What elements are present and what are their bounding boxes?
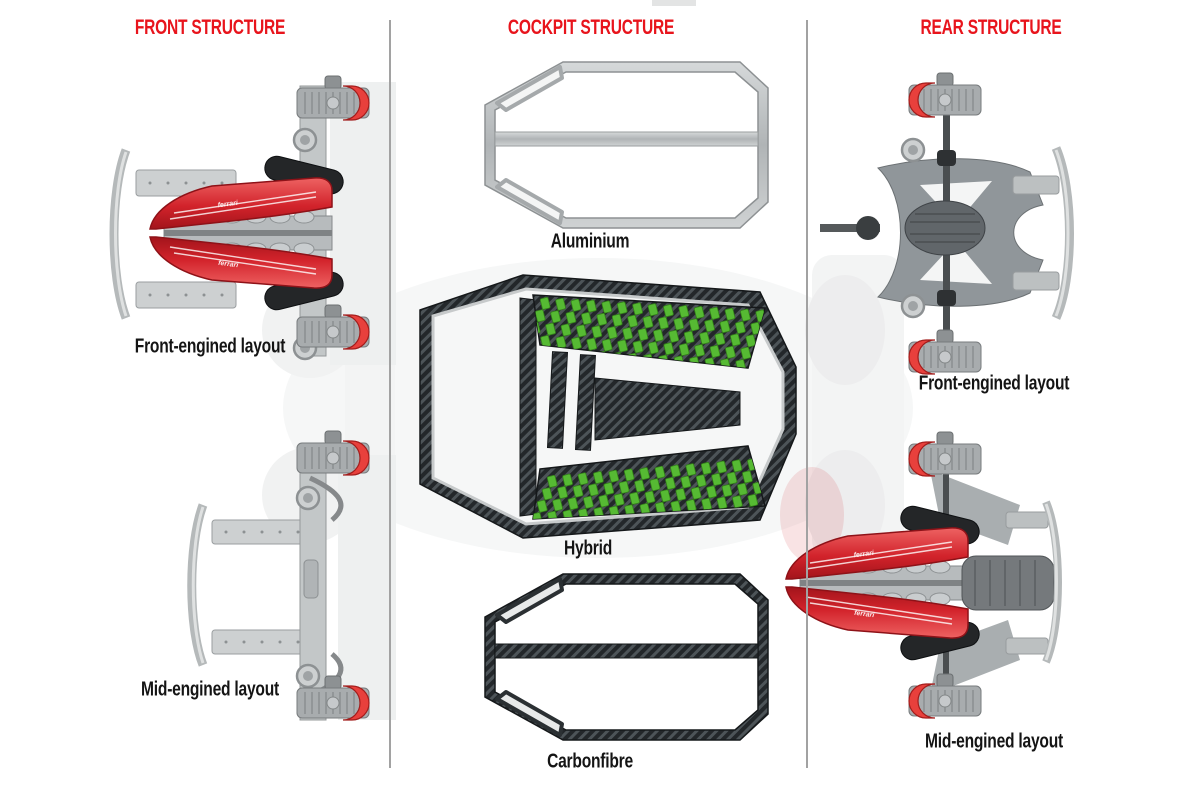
- seat-pillar: [574, 354, 596, 451]
- coil-spring: [292, 127, 318, 153]
- cross-member: [494, 643, 759, 659]
- rear-structure-mid-engined: [786, 431, 1062, 719]
- a-pillar-brace: [495, 690, 564, 737]
- aluminium-label: Aluminium: [550, 230, 630, 253]
- bulkhead-bar: [519, 297, 537, 517]
- cv-joint: [937, 290, 956, 306]
- a-pillar-brace: [495, 178, 564, 225]
- seat-pillar: [546, 351, 569, 449]
- centre-tunnel: [594, 377, 741, 441]
- a-pillar-brace: [495, 65, 564, 112]
- cross-member: [494, 131, 759, 147]
- carbonfibre-label: Carbonfibre: [547, 750, 633, 773]
- front-structure-front-engined: [109, 75, 396, 365]
- rear-structure-front-engined: [820, 72, 1074, 375]
- gearbox: [961, 555, 1055, 611]
- aluminium-chassis: [484, 61, 769, 229]
- coil-spring: [295, 663, 321, 689]
- column-divider-left: [389, 20, 391, 768]
- driveshaft: [943, 630, 949, 692]
- cv-joint: [937, 150, 956, 166]
- rear-column-mid-engined-label: Mid-engined layout: [925, 730, 1063, 753]
- rear-structure-header: REAR STRUCTURE: [920, 16, 1062, 39]
- column-divider-right: [806, 20, 808, 768]
- coil-spring: [295, 485, 321, 511]
- cockpit-structure-header: COCKPIT STRUCTURE: [507, 16, 675, 39]
- propshaft-coupler: [856, 216, 880, 240]
- steering-damper: [303, 559, 319, 599]
- driveshaft: [943, 472, 949, 534]
- hybrid-label: Hybrid: [563, 537, 613, 560]
- crash-rail: [211, 519, 309, 655]
- anti-roll-bar: [308, 475, 344, 522]
- rear-rail: [1012, 175, 1060, 291]
- front-structure-mid-engined: [187, 430, 396, 721]
- battery-sill-bottom: [532, 445, 766, 520]
- car-body-ghost: [338, 455, 396, 720]
- battery-cells: [533, 456, 765, 519]
- propshaft: [820, 224, 880, 232]
- carbonfibre-chassis: [484, 573, 769, 741]
- coil-spring: [900, 293, 926, 319]
- front-structure-header: FRONT STRUCTURE: [134, 16, 286, 39]
- coil-spring: [900, 137, 926, 163]
- front-column-mid-engined-label: Mid-engined layout: [141, 678, 279, 701]
- rear-rail: [1005, 511, 1049, 655]
- rear-subframe-arm: [930, 470, 1020, 545]
- rear-column-front-engined-label: Front-engined layout: [918, 372, 1070, 395]
- a-pillar-brace: [495, 577, 564, 624]
- differential: [904, 200, 986, 256]
- front-column-front-engined-label: Front-engined layout: [134, 335, 286, 358]
